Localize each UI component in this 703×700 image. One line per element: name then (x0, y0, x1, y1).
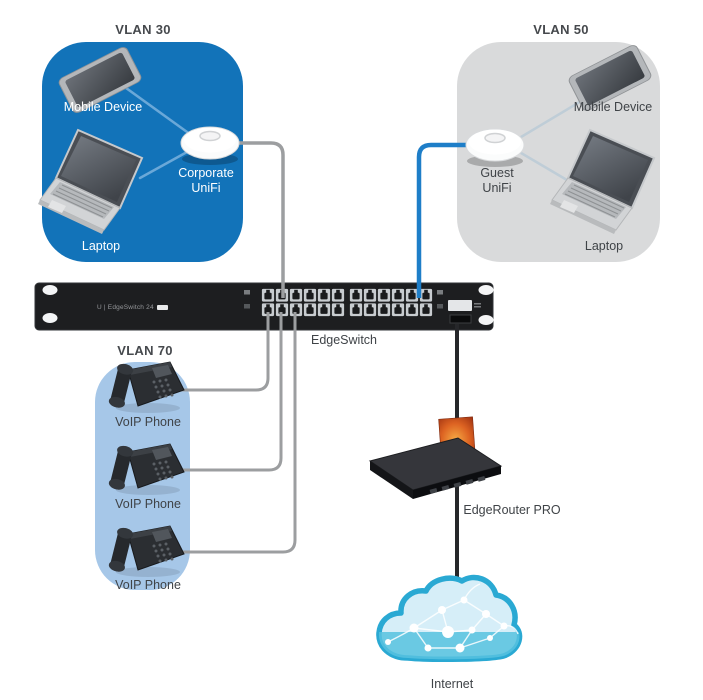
voip-phone-icon-3 (107, 525, 185, 578)
rack-hole (478, 285, 494, 295)
link-guest-mobile (514, 95, 590, 142)
vlan70-title: VLAN 70 (117, 343, 173, 358)
rack-hole (42, 313, 58, 323)
port-group-glyph (437, 304, 443, 309)
vlan50-title: VLAN 50 (533, 22, 589, 37)
vlan30-mobile-label: Mobile Device (63, 100, 143, 114)
link-corporate-laptop (138, 150, 189, 180)
vlan50-ap-label: Guest UniFi (480, 166, 514, 195)
vlan50-mobile-label: Mobile Device (573, 100, 653, 114)
voip-phone-label-3: VoIP Phone (115, 578, 181, 592)
router-front-face (370, 461, 413, 499)
switch-faceplate-badge (156, 305, 168, 310)
vlan30-laptop-label: Laptop (81, 239, 121, 253)
cable-voip2-to-switch (178, 312, 283, 472)
internet-cloud-icon (376, 574, 523, 662)
edgeswitch-device (34, 282, 494, 331)
link-corporate-mobile (124, 86, 196, 139)
cables (178, 141, 469, 600)
router-ports (429, 476, 486, 494)
rj45-port-block-left (261, 288, 345, 317)
edgerouter-device (368, 416, 503, 499)
internet-label: Internet (430, 677, 474, 691)
laptop-icon-vlan30 (38, 128, 144, 234)
laptop-icon-vlan50 (550, 128, 656, 234)
voip-phone-label-1: VoIP Phone (115, 415, 181, 429)
cable-voip1-to-switch (178, 312, 270, 392)
port-group-glyph (244, 290, 250, 295)
switch-faceplate: U | EdgeSwitch 24 (97, 304, 168, 311)
port-group-glyph (437, 290, 443, 295)
cloud-network-nodes (385, 596, 508, 653)
tablet-icon-vlan30 (58, 47, 142, 113)
sfp-text-line (474, 306, 481, 308)
edgeswitch-label: EdgeSwitch (310, 333, 378, 347)
link-guest-laptop (514, 148, 574, 185)
sfp-slot (449, 314, 472, 324)
switch-faceplate-text: U | EdgeSwitch 24 (97, 304, 154, 311)
rack-hole (42, 285, 58, 295)
voip-phone-label-2: VoIP Phone (115, 497, 181, 511)
cable-guest-unifi-to-switch (416, 142, 469, 298)
voip-phone-icon-1 (107, 361, 185, 414)
vlan30-title: VLAN 30 (115, 22, 171, 37)
wireless-links (124, 86, 590, 185)
vlan30-ap-label: Corporate UniFi (178, 166, 234, 195)
access-point-icon-corporate (180, 126, 240, 165)
voip-phone-icon-2 (107, 443, 185, 496)
cable-corporate-unifi-to-switch (237, 141, 285, 298)
tablet-icon-vlan50 (568, 45, 652, 111)
rack-hole (478, 315, 494, 325)
edgerouter-label: EdgeRouter PRO (463, 503, 561, 517)
sfp-text-line (474, 303, 481, 305)
vlan50-laptop-label: Laptop (584, 239, 624, 253)
sfp-label (448, 300, 472, 311)
cable-voip3-to-switch (178, 312, 297, 554)
access-point-icon-guest (465, 128, 525, 167)
port-group-glyph (244, 304, 250, 309)
